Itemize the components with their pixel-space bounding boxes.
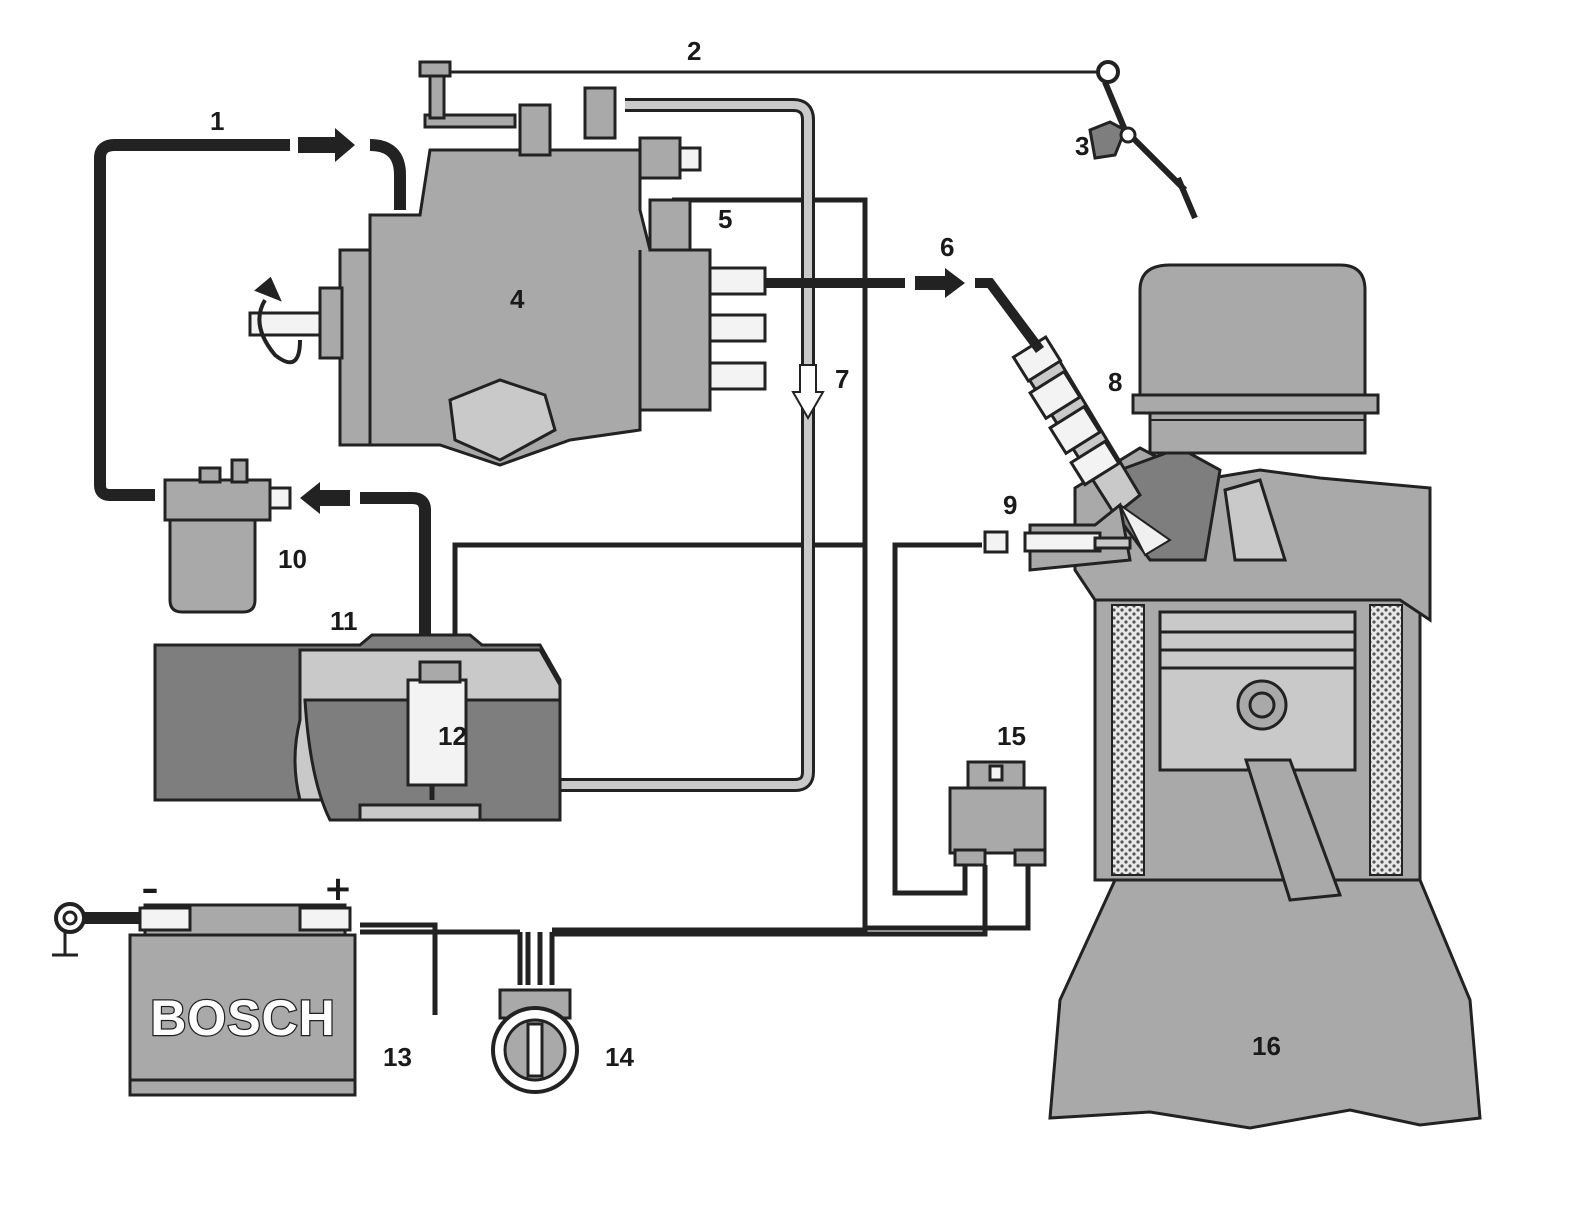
electric-fuel-pump xyxy=(406,660,468,800)
callout-5: 5 xyxy=(718,204,732,234)
callout-labels: 1 2 3 4 5 6 7 8 9 10 11 12 13 14 15 16 xyxy=(210,36,1281,1072)
ground-cable xyxy=(54,902,145,934)
injection-pump xyxy=(248,60,767,467)
callout-1: 1 xyxy=(210,106,224,136)
glow-plug xyxy=(983,502,1132,572)
ground-symbol-icon xyxy=(52,930,78,957)
battery xyxy=(128,903,357,1097)
glow-start-switch xyxy=(491,988,579,1094)
fuel-filter xyxy=(163,458,292,614)
injector xyxy=(1011,334,1172,557)
accelerator-pedal xyxy=(1088,60,1198,220)
callout-2: 2 xyxy=(687,36,701,66)
callout-15: 15 xyxy=(997,721,1026,751)
callout-12: 12 xyxy=(438,721,467,751)
callout-8: 8 xyxy=(1108,367,1122,397)
battery-brand-logo: BOSCH xyxy=(150,990,336,1046)
electrical-wiring xyxy=(360,70,1100,1015)
battery-plus-sign: + xyxy=(324,869,353,909)
callout-16: 16 xyxy=(1252,1031,1281,1061)
engine xyxy=(1048,263,1482,1130)
fuel-lines xyxy=(94,98,1045,792)
fuel-tank xyxy=(153,633,562,822)
callout-6: 6 xyxy=(940,232,954,262)
battery-minus-sign: – xyxy=(142,869,159,909)
callout-10: 10 xyxy=(278,544,307,574)
glow-control-unit xyxy=(948,760,1047,867)
callout-13: 13 xyxy=(383,1042,412,1072)
callout-7: 7 xyxy=(835,364,849,394)
callout-14: 14 xyxy=(605,1042,634,1072)
callout-4: 4 xyxy=(510,284,525,314)
callout-9: 9 xyxy=(1003,490,1017,520)
rotation-arrow-icon xyxy=(254,276,302,365)
callout-11: 11 xyxy=(330,606,358,636)
callout-3: 3 xyxy=(1075,131,1089,161)
flow-arrow-icon xyxy=(298,128,965,514)
